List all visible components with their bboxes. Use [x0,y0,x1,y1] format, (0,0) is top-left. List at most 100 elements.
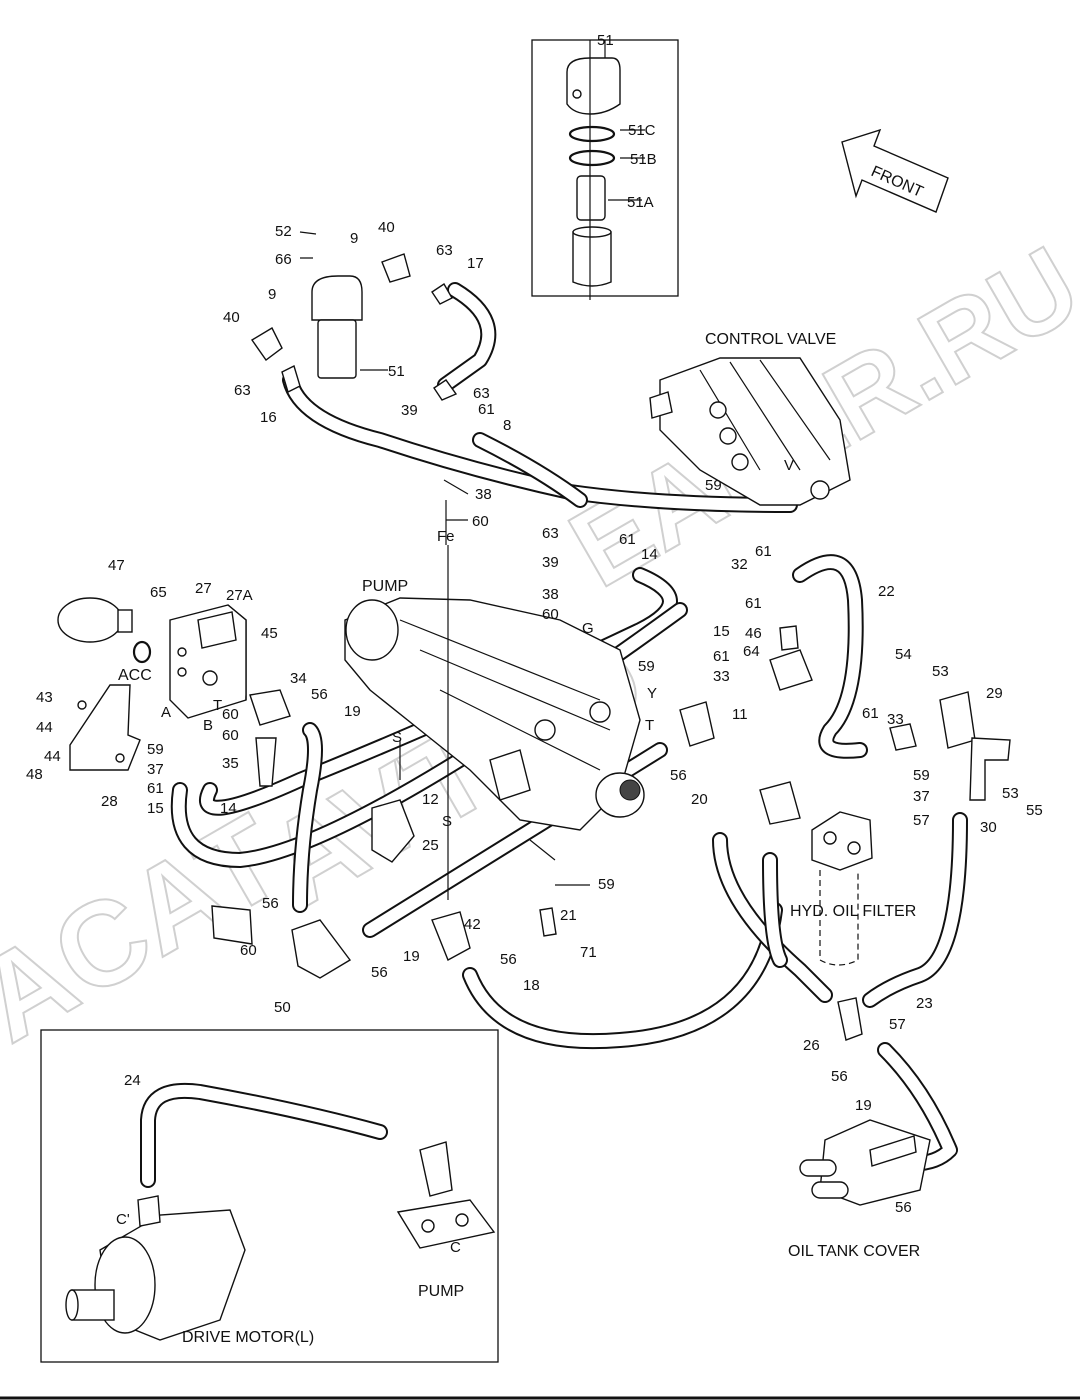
filter-head-part [566,57,621,115]
main-filter-assembly [250,253,458,401]
callout-28: 28 [101,793,118,810]
callout-24: 24 [124,1072,141,1089]
filter-head-bolt [572,89,582,99]
filter-element-51a [576,175,606,221]
callout-44-lower: 44 [44,748,61,765]
callout-59-cv: 59 [705,477,722,494]
pump-assembly [344,597,645,831]
callout-54: 54 [895,646,912,663]
port-c: C [450,1239,461,1256]
callout-14-upper: 14 [641,546,658,563]
oil-tank-cover [799,1119,931,1206]
callout-55: 55 [1026,802,1043,819]
callout-56-tee-right: 56 [371,964,388,981]
callout-61-right: 61 [745,595,762,612]
callout-27: 27 [195,580,212,597]
hyd-oil-filter [811,811,873,966]
callout-50: 50 [274,999,291,1016]
callout-71: 71 [580,944,597,961]
port-s-lower: S [442,813,452,830]
control-valve-label: CONTROL VALVE [705,331,836,348]
callout-60-block-lower: 60 [222,727,239,744]
callout-19-tank: 19 [855,1097,872,1114]
callout-61-pump: 61 [713,648,730,665]
callout-57-tank: 57 [889,1016,906,1033]
drive-motor-inset [40,1029,499,1363]
callout-65: 65 [150,584,167,601]
callout-42: 42 [464,916,481,933]
callout-40-upper: 40 [378,219,395,236]
callout-61-lower: 61 [619,531,636,548]
callout-63-lower: 63 [542,525,559,542]
pump-inset-label: PUMP [418,1283,464,1300]
labels: CONTROL VALVE PUMP HYD. OIL FILTER OIL T… [118,331,920,1346]
callout-66: 66 [275,251,292,268]
port-g: G [582,620,594,637]
callout-60-tee: 60 [240,942,257,959]
callout-51c: 51C [628,122,656,139]
callout-56-tee-upper: 56 [262,895,279,912]
callout-11: 11 [732,706,748,723]
port-b: B [203,717,213,734]
callout-37-block: 37 [147,761,164,778]
callout-51: 51 [388,363,405,380]
control-valve [649,357,851,506]
callout-61-upper: 61 [478,401,495,418]
callout-53-upper: 53 [932,663,949,680]
callout-8: 8 [503,417,511,434]
callouts: 51 51C 51B 51A 52 66 9 40 63 17 9 40 63 … [26,32,1043,1216]
callout-56-cover: 56 [895,1199,912,1216]
callout-27a: 27A [226,587,253,604]
drive-motor-label: DRIVE MOTOR(L) [182,1329,314,1346]
valve-block-assembly [57,597,291,787]
acc-label: ACC [118,667,152,684]
callout-56-pump: 56 [670,767,687,784]
callout-18: 18 [523,977,540,994]
callout-12: 12 [422,791,439,808]
callout-53-lower: 53 [1002,785,1019,802]
callout-20: 20 [691,791,708,808]
callout-64: 64 [743,643,760,660]
port-a: A [161,704,171,721]
callout-56-block: 56 [311,686,328,703]
callout-47: 47 [108,557,125,574]
callout-16: 16 [260,409,277,426]
callout-14-block: 14 [220,800,237,817]
callout-63-left: 63 [234,382,251,399]
oil-tank-cover-label: OIL TANK COVER [788,1243,920,1260]
callout-40-left: 40 [223,309,240,326]
callout-46: 46 [745,625,762,642]
port-s-upper: S [392,729,402,746]
callout-45: 45 [261,625,278,642]
hyd-oil-filter-label: HYD. OIL FILTER [790,903,916,920]
callout-63-upper: 63 [436,242,453,259]
callout-29: 29 [986,685,1003,702]
port-letters: Fe G S S T T Y V A B C' C [116,457,794,1256]
callout-60-upper: 60 [472,513,489,530]
filter-bowl [572,231,612,287]
callout-63-mid: 63 [473,385,490,402]
callout-61-far: 61 [862,705,879,722]
callout-34: 34 [290,670,307,687]
o-ring-51b [568,149,616,167]
filter-kit-inset [531,39,679,297]
leader-lines [299,40,645,900]
callout-26: 26 [803,1037,820,1054]
fittings [211,625,1011,1041]
port-fe: Fe [437,528,455,545]
callout-51-top: 51 [597,32,614,49]
callout-38-upper: 38 [475,486,492,503]
callout-23: 23 [916,995,933,1012]
o-ring-51c [568,125,616,143]
callout-25: 25 [422,837,439,854]
callout-22: 22 [878,583,895,600]
callout-21: 21 [560,907,577,924]
port-t-pump: T [645,717,654,734]
callout-51a: 51A [627,194,654,211]
callout-30: 30 [980,819,997,836]
callout-59-low: 59 [598,876,615,893]
callout-19-upper: 19 [344,703,361,720]
callout-37-far: 37 [913,788,930,805]
